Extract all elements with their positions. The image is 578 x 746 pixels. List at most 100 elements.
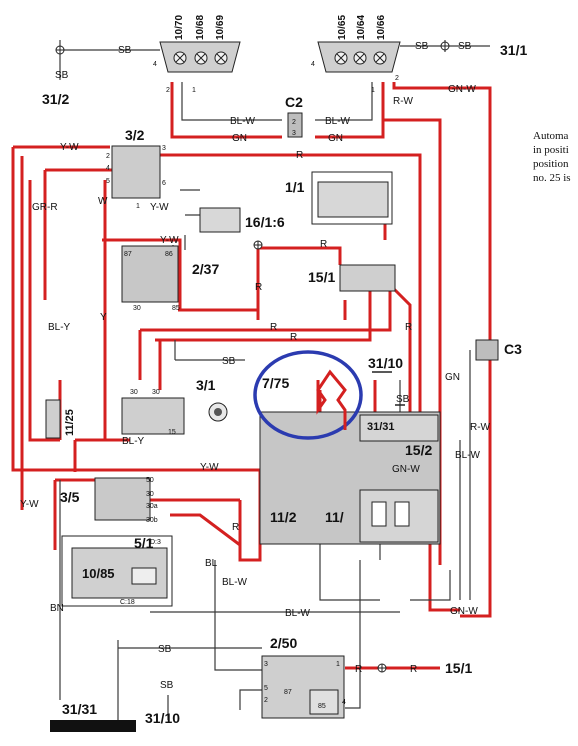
box-15-1-top: [339, 264, 396, 292]
svg-text:50: 50: [146, 477, 154, 484]
label-2-50: 2/50: [270, 635, 297, 651]
svg-text:GN: GN: [232, 133, 247, 144]
svg-text:SB: SB: [118, 45, 132, 56]
svg-text:Y-W: Y-W: [160, 235, 179, 246]
ground-bar-31-31: [50, 720, 136, 732]
svg-text:BL-W: BL-W: [285, 608, 311, 619]
svg-text:3: 3: [162, 145, 166, 152]
component-boxes: [45, 41, 499, 732]
ground-crosses: [56, 42, 449, 672]
svg-text:30: 30: [130, 389, 138, 396]
svg-text:30: 30: [133, 305, 141, 312]
svg-text:BN: BN: [50, 603, 64, 614]
switch-3-2: [111, 145, 161, 199]
svg-text:GR-R: GR-R: [32, 202, 58, 213]
c2-connector: [287, 112, 303, 138]
label-5-1: 5/1: [134, 535, 154, 551]
svg-text:Automa: Automa: [533, 130, 569, 142]
svg-text:30a: 30a: [146, 503, 158, 510]
svg-text:3: 3: [292, 130, 296, 137]
label-31-31-bottom: 31/31: [62, 701, 97, 717]
svg-text:C:18: C:18: [120, 599, 135, 606]
pin-labels: 4 2 1 4 1 2 2 3 3 2 4 5 1 6 87 86 30 85 …: [106, 61, 399, 710]
svg-text:GN-W: GN-W: [392, 464, 420, 475]
svg-text:no. 25 is: no. 25 is: [533, 172, 571, 184]
svg-text:15: 15: [168, 429, 176, 436]
svg-text:SB: SB: [396, 394, 410, 405]
svg-text:1: 1: [336, 661, 340, 668]
svg-text:GN: GN: [445, 372, 460, 383]
label-10-70: 10/70: [174, 15, 185, 40]
svg-text:5: 5: [106, 178, 110, 185]
svg-text:30: 30: [146, 491, 154, 498]
label-11-25: 11/25: [64, 409, 76, 436]
c3-connector: [475, 339, 499, 361]
svg-text:R-W: R-W: [470, 422, 491, 433]
svg-text:2: 2: [395, 75, 399, 82]
svg-text:Y-W: Y-W: [20, 499, 39, 510]
relay-2-37: [121, 245, 179, 303]
svg-text:SB: SB: [458, 41, 472, 52]
label-10-66: 10/66: [376, 15, 387, 40]
svg-text:1: 1: [192, 87, 196, 94]
svg-text:1: 1: [371, 87, 375, 94]
svg-text:R: R: [296, 150, 303, 161]
label-2-37: 2/37: [192, 261, 219, 277]
svg-text:R: R: [290, 332, 297, 343]
svg-text:BL-W: BL-W: [230, 116, 256, 127]
label-10-85: 10/85: [82, 566, 115, 581]
label-11-2: 11/2: [270, 509, 297, 525]
label-31-2: 31/2: [42, 91, 69, 107]
box-11-25: [45, 399, 61, 439]
side-note: Automa in positi position no. 25 is: [533, 130, 571, 184]
svg-text:Y-W: Y-W: [60, 142, 79, 153]
svg-text:BL: BL: [205, 558, 218, 569]
label-c2: C2: [285, 94, 303, 110]
svg-text:4: 4: [311, 61, 315, 68]
svg-text:W: W: [98, 196, 108, 207]
highlight-circle: [253, 350, 363, 440]
label-31-31-panel: 31/31: [367, 421, 395, 433]
svg-text:BL-W: BL-W: [325, 116, 351, 127]
svg-text:2: 2: [166, 87, 170, 94]
dark-wires: [59, 40, 490, 720]
label-10-69: 10/69: [215, 15, 226, 40]
svg-text:2: 2: [106, 153, 110, 160]
label-15-2: 15/2: [405, 442, 432, 458]
svg-text:85: 85: [172, 305, 180, 312]
svg-text:4: 4: [153, 61, 157, 68]
label-3-1: 3/1: [196, 377, 216, 393]
wire-labels: SB SB SB SB BL-W BL-W GN GN GN-W R-W R Y…: [20, 41, 491, 691]
label-15-1-top: 15/1: [308, 269, 335, 285]
svg-text:BL-W: BL-W: [222, 577, 248, 588]
svg-text:GN: GN: [328, 133, 343, 144]
svg-text:R: R: [320, 239, 327, 250]
svg-text:BL-Y: BL-Y: [48, 322, 71, 333]
svg-text:87: 87: [284, 689, 292, 696]
svg-text:30b: 30b: [146, 517, 158, 524]
label-1-1: 1/1: [285, 179, 305, 195]
component-labels: 31/2 31/1 C2 3/2 1/1 16/1:6 2/37 15/1 C3…: [42, 42, 527, 726]
svg-text:R: R: [410, 664, 417, 675]
svg-text:4: 4: [342, 699, 346, 706]
svg-text:SB: SB: [160, 680, 174, 691]
svg-text:R: R: [405, 322, 412, 333]
label-7-75: 7/75: [262, 375, 289, 391]
svg-text:R: R: [355, 664, 362, 675]
label-15-1-bottom: 15/1: [445, 660, 472, 676]
svg-text:D:3: D:3: [150, 539, 161, 546]
label-10-65: 10/65: [337, 15, 348, 40]
svg-text:position: position: [533, 158, 569, 170]
svg-text:2: 2: [292, 119, 296, 126]
svg-text:BL-Y: BL-Y: [122, 436, 145, 447]
label-31-10-top: 31/10: [368, 355, 403, 371]
svg-text:30: 30: [152, 389, 160, 396]
svg-text:3: 3: [264, 661, 268, 668]
label-10-68: 10/68: [195, 15, 206, 40]
svg-text:Y-W: Y-W: [200, 462, 219, 473]
svg-text:SB: SB: [222, 356, 236, 367]
svg-text:87: 87: [124, 251, 132, 258]
label-16-1-6: 16/1:6: [245, 214, 285, 230]
switch-3-1: [121, 397, 185, 435]
svg-text:SB: SB: [158, 644, 172, 655]
